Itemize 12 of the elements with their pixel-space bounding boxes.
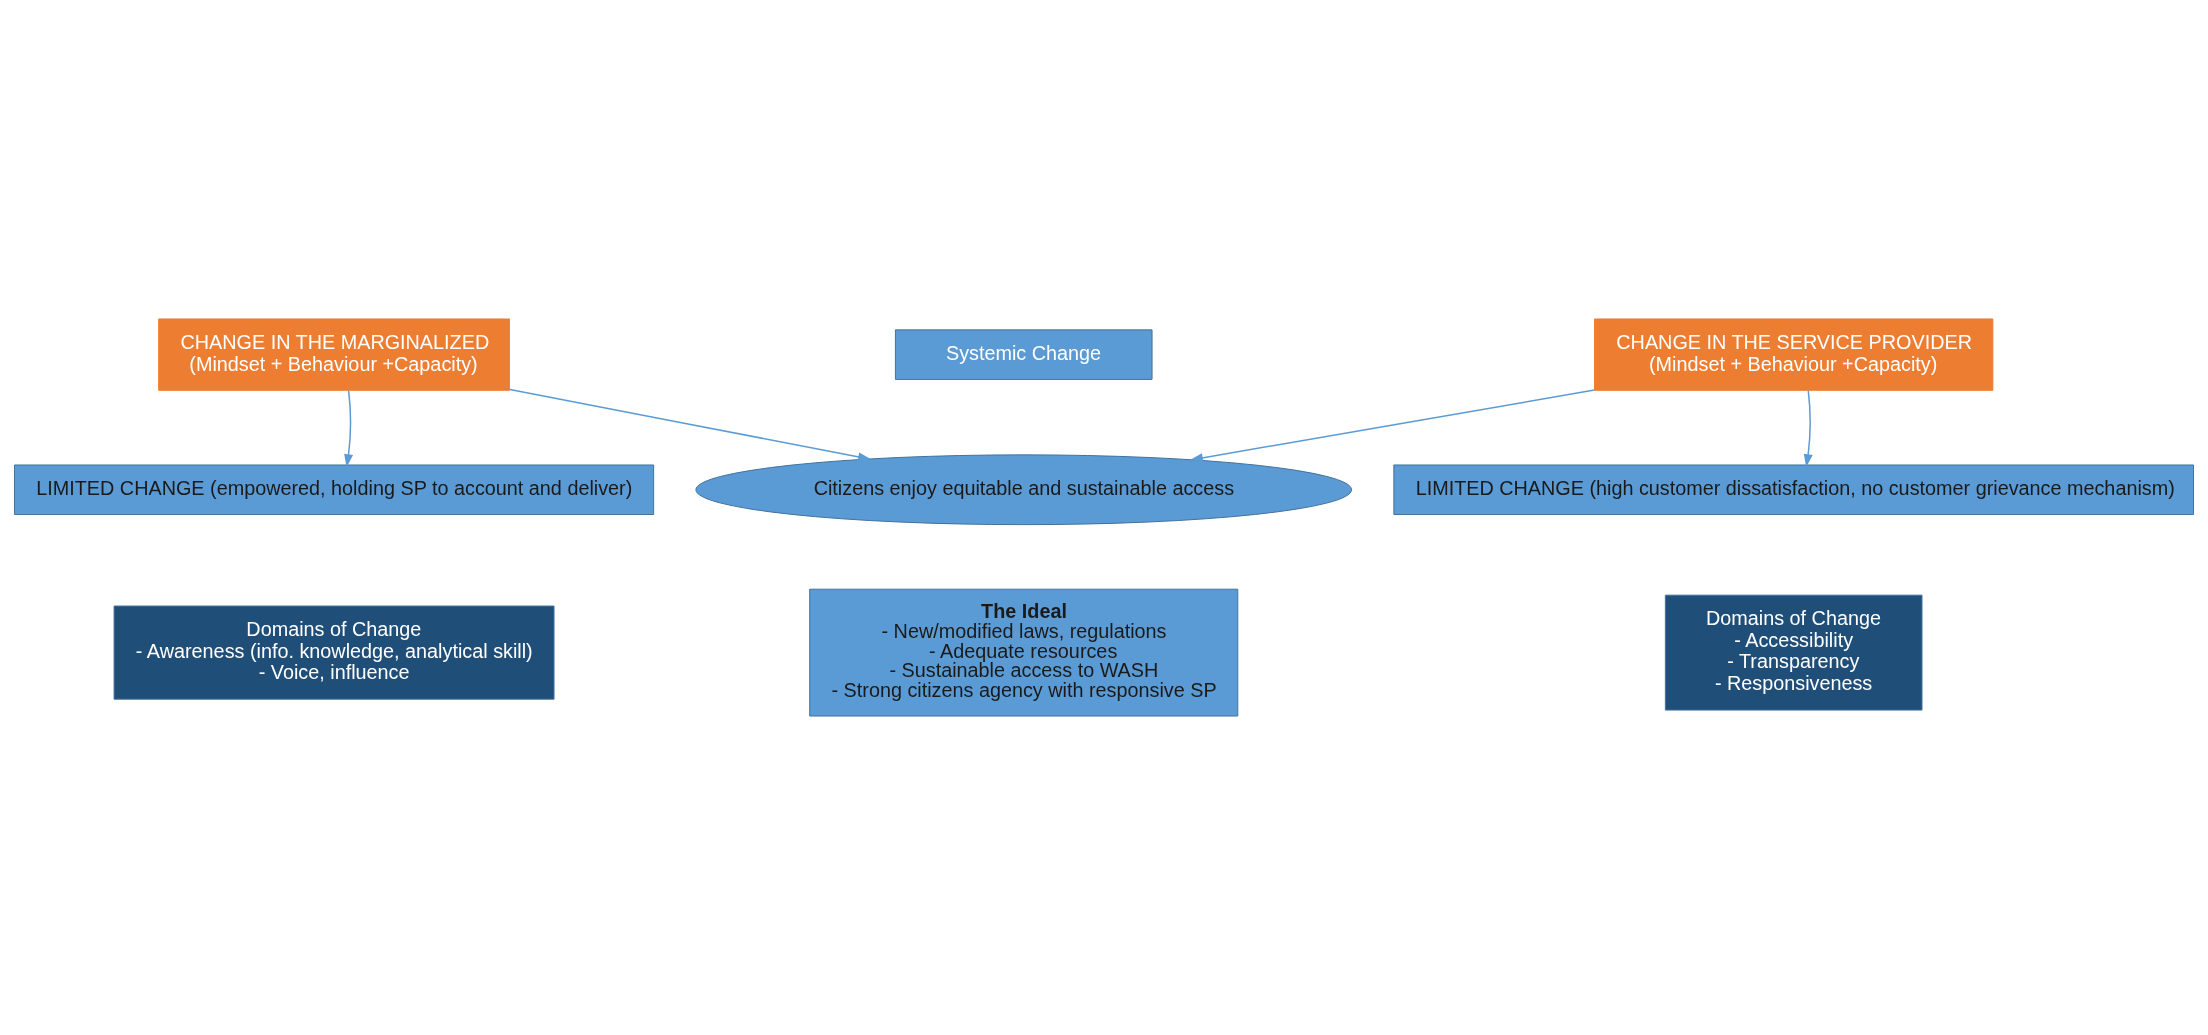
arrow (1190, 389, 1596, 463)
node-box: CHANGE IN THE SERVICE PROVIDER (Mindset + Behaviour +Capacity) (1594, 318, 1994, 391)
node-box: CHANGE IN THE MARGINALIZED (Mindset + Behaviour +Capacity) (158, 318, 510, 391)
arrow (509, 388, 871, 462)
node-box: Domains of Change - Accessibility - Transparency - Responsiveness (1664, 594, 1923, 711)
node-box: The Ideal - New/modified laws, regulations - Adequate resources - Sustainable access to WASH - Strong citizens agency with responsive SP (809, 588, 1239, 717)
arrow (1803, 389, 1813, 468)
node-box: Systemic Change (894, 329, 1153, 380)
node-box: LIMITED CHANGE (high customer dissatisfaction, no customer grievance mechanism) (1393, 464, 2194, 515)
arrow (344, 389, 354, 468)
node-box: Domains of Change - Awareness (info. knowledge, analytical skill) - Voice, influence (113, 605, 555, 700)
node-box: LIMITED CHANGE (empowered, holding SP to account and deliver) (14, 464, 655, 515)
